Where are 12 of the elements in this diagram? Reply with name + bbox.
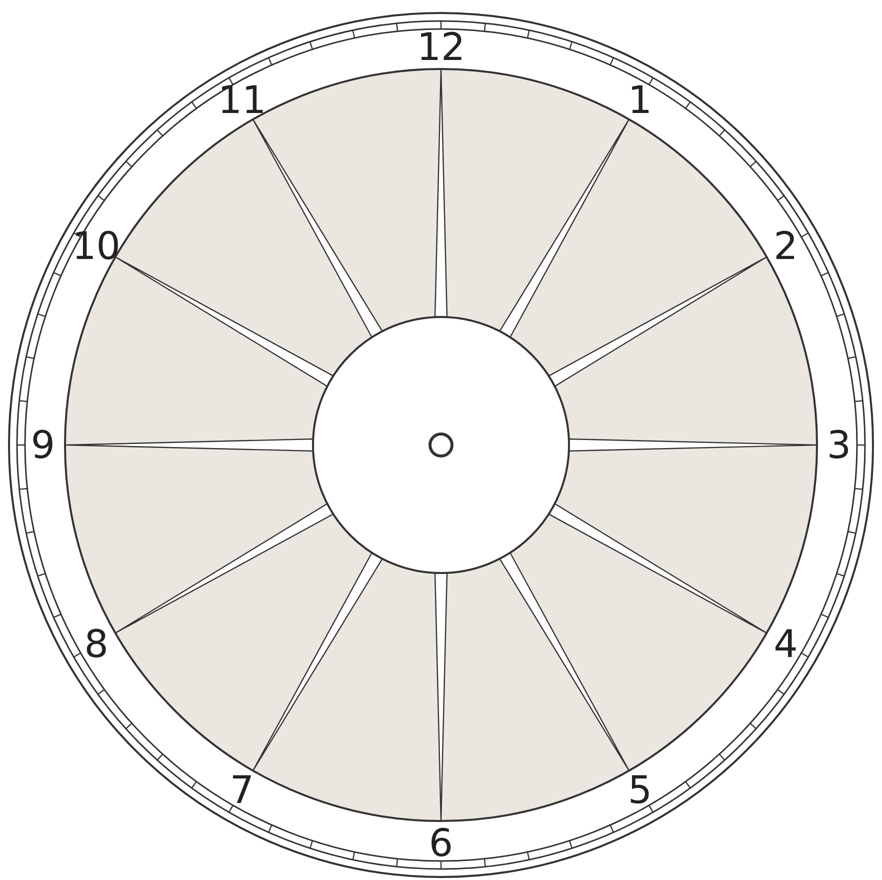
hour-number: 11 xyxy=(218,81,266,120)
hour-number: 12 xyxy=(416,28,466,66)
hour-number: 3 xyxy=(826,426,852,464)
hour-number: 9 xyxy=(30,426,56,464)
hour-number: 6 xyxy=(428,824,454,862)
hour-number: 5 xyxy=(628,770,652,809)
hour-number: 2 xyxy=(774,227,798,265)
hour-number: 10 xyxy=(72,227,120,265)
hour-number: 4 xyxy=(774,625,798,663)
hour-number: 7 xyxy=(230,770,254,809)
hour-number: 1 xyxy=(628,81,652,120)
hour-number: 8 xyxy=(84,625,108,663)
